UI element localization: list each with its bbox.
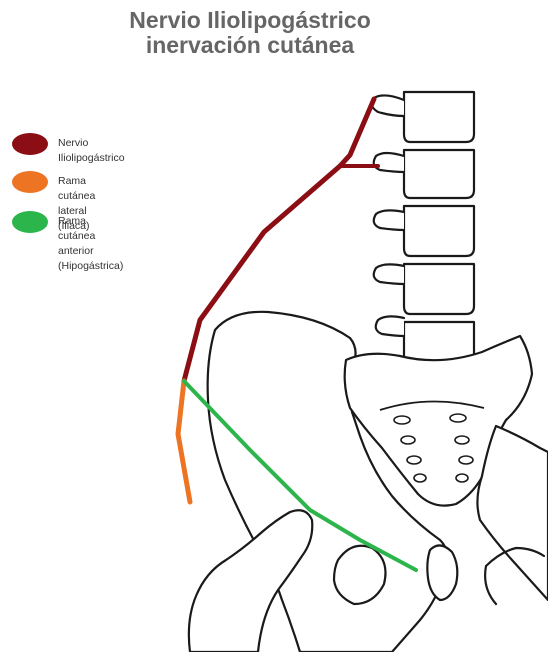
lateral-cutaneous-branch [178, 381, 190, 502]
right-ilium [477, 426, 548, 600]
lumbar-spine [372, 92, 474, 370]
pubic-symphysis [427, 545, 457, 600]
